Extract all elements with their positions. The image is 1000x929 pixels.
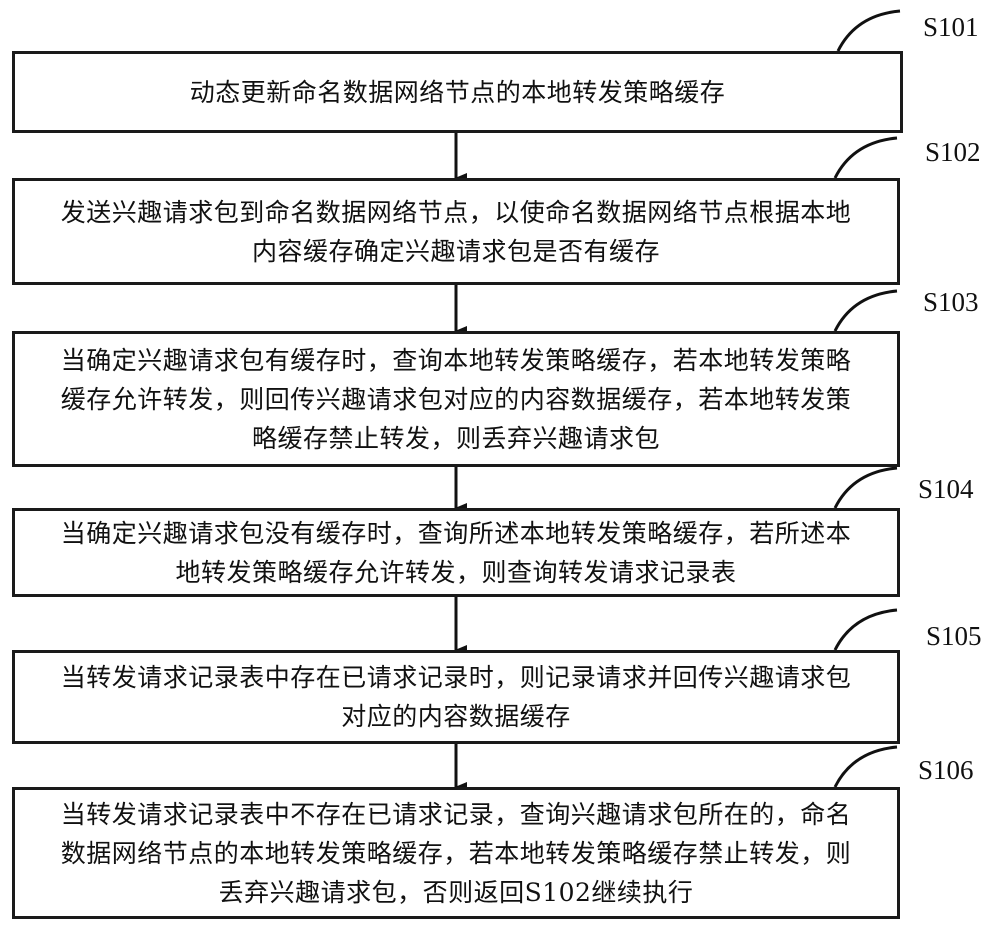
step-label-s102: S102 (925, 137, 981, 167)
leader-curve-s105 (833, 608, 898, 651)
step-box-s101: 动态更新命名数据网络节点的本地转发策略缓存 (12, 51, 903, 133)
step-text: 当转发请求记录表中不存在已请求记录，查询兴趣请求包所在的，命名 数据网络节点的本… (60, 799, 852, 907)
leader-curve-s106 (833, 745, 898, 788)
leader-curve-s104 (833, 466, 898, 509)
step-box-s105: 当转发请求记录表中存在已请求记录时，则记录请求并回传兴趣请求包 对应的内容数据缓… (12, 650, 900, 744)
step-box-s104: 当确定兴趣请求包没有缓存时，查询所述本地转发策略缓存，若所述本 地转发策略缓存允… (12, 508, 900, 597)
step-text: 当确定兴趣请求包有缓存时，查询本地转发策略缓存，若本地转发策略 缓存允许转发，则… (60, 345, 852, 453)
step-label-s105: S105 (926, 621, 982, 651)
leader-curve-s101 (836, 9, 901, 52)
leader-curve-s103 (833, 289, 898, 332)
step-label-s103: S103 (923, 287, 979, 317)
step-label-s101: S101 (923, 12, 979, 42)
step-label-s106: S106 (918, 755, 974, 785)
step-box-s106: 当转发请求记录表中不存在已请求记录，查询兴趣请求包所在的，命名 数据网络节点的本… (12, 787, 900, 919)
step-label-s104: S104 (918, 474, 974, 504)
step-box-s102: 发送兴趣请求包到命名数据网络节点，以使命名数据网络节点根据本地 内容缓存确定兴趣… (12, 178, 900, 285)
step-text: 当确定兴趣请求包没有缓存时，查询所述本地转发策略缓存，若所述本 地转发策略缓存允… (60, 518, 852, 587)
step-text: 动态更新命名数据网络节点的本地转发策略缓存 (189, 77, 726, 107)
step-box-s103: 当确定兴趣请求包有缓存时，查询本地转发策略缓存，若本地转发策略 缓存允许转发，则… (12, 331, 900, 467)
step-text: 当转发请求记录表中存在已请求记录时，则记录请求并回传兴趣请求包 对应的内容数据缓… (60, 663, 852, 731)
leader-curve-s102 (833, 136, 898, 179)
step-text: 发送兴趣请求包到命名数据网络节点，以使命名数据网络节点根据本地 内容缓存确定兴趣… (60, 197, 852, 266)
